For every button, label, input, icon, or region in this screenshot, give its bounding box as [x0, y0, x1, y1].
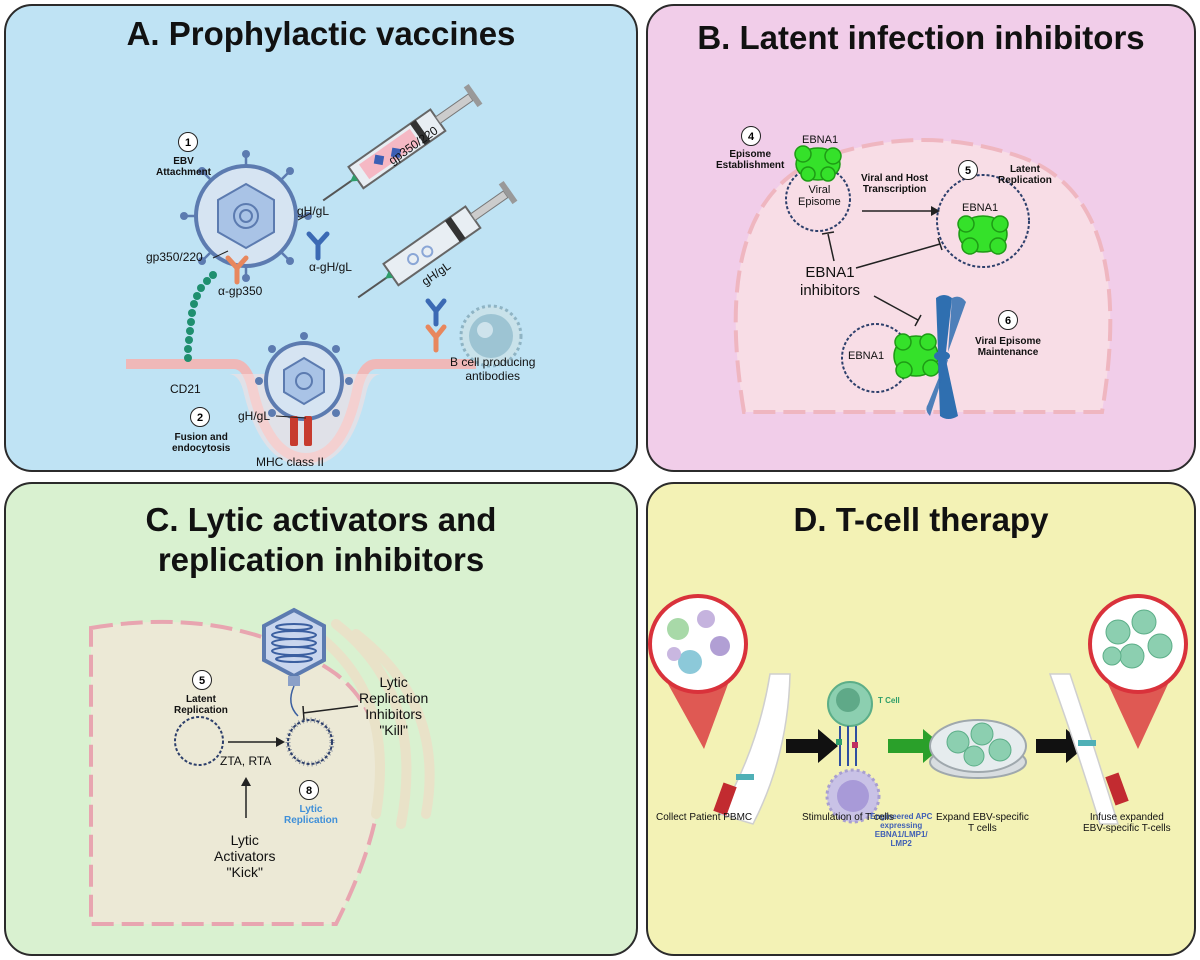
endoplasmic-reticulum	[311, 619, 435, 829]
latent-replication-label: Latent Replication	[998, 164, 1052, 186]
anti-ghgl-antibody	[306, 231, 330, 261]
engineered-apc-label: Engineered APC expressing EBNA1/LMP1/ LM…	[870, 812, 933, 848]
ebna1-protein-right	[957, 215, 1009, 255]
latent-episome	[174, 716, 224, 766]
viral-episome-maintenance-label: Viral Episome Maintenance	[975, 336, 1041, 358]
latent-replication-c-label: Latent Replication	[174, 694, 228, 716]
petri-dish	[929, 719, 1027, 779]
mhc-class-ii-label: MHC class II	[256, 455, 325, 469]
cd21-receptor	[184, 271, 217, 362]
panel-a-title: A. Prophylactic vaccines	[126, 15, 516, 52]
panel-c-illustration	[89, 607, 435, 926]
ebv-virion-bottom	[255, 332, 353, 421]
panel-b-illustration	[733, 138, 1113, 419]
transcription-label: Viral and Host Transcription	[861, 173, 929, 195]
step-2-badge: 2	[190, 407, 210, 427]
step-6-badge: 6	[998, 310, 1018, 330]
cd21-label: CD21	[170, 382, 201, 396]
lytic-replication-label: Lytic Replication	[284, 804, 338, 826]
panel-b-title: B. Latent infection inhibitors	[697, 19, 1145, 56]
step-5-lytic-badge: 5	[192, 670, 212, 690]
cell-nucleus	[89, 619, 383, 926]
pbmc-zoom	[648, 594, 748, 749]
engineered-apc	[825, 768, 881, 824]
panel-t-cell-therapy: D. T-cell therapy	[646, 482, 1196, 956]
free-antibody-blue	[425, 298, 447, 327]
ebna1-protein-bottom	[893, 333, 940, 379]
step-8-badge: 8	[299, 780, 319, 800]
b-cell-label: B cell producing antibodies	[450, 355, 536, 383]
panel-latent-infection-inhibitors: B. Latent infection inhibitors	[646, 4, 1196, 472]
step-infuse-label: Infuse expanded EBV-specific T-cells	[1083, 812, 1171, 834]
ebna1-top-label: EBNA1	[802, 134, 839, 146]
ebna1-right-label: EBNA1	[962, 202, 999, 214]
patient-arm-left	[713, 673, 791, 825]
step-4-badge: 4	[741, 126, 761, 146]
ebna1-bottom-label: EBNA1	[848, 350, 885, 362]
ebna1-protein-top	[794, 145, 842, 182]
step-collect-label: Collect Patient PBMC	[656, 812, 753, 823]
panel-a-illustration	[126, 83, 523, 466]
viral-episome-right	[936, 174, 1030, 268]
ebv-virion-top	[180, 150, 312, 282]
syringe-ghgl	[357, 180, 518, 299]
viral-episome-label: Viral Episome	[798, 184, 841, 208]
replication-inhibitors-label: Lytic Replication Inhibitors "Kill"	[359, 674, 429, 738]
anti-ghgl-label: α-gH/gL	[309, 260, 352, 274]
panel-d-illustration	[648, 594, 1188, 825]
syringe-gp350	[322, 83, 483, 202]
ghgl-top-label: gH/gL	[297, 204, 330, 218]
lytic-activators-label: Lytic Activators "Kick"	[214, 832, 276, 880]
lytic-episome	[285, 717, 335, 767]
ebna1-inhibitors-label: EBNA1 inhibitors	[800, 264, 861, 299]
panel-prophylactic-vaccines: A. Prophylactic vaccines	[4, 4, 638, 472]
free-antibody-orange	[425, 324, 447, 353]
gp350-220-label: gp350/220	[146, 250, 203, 264]
ghgl-bottom-label: gH/gL	[238, 409, 271, 423]
b-cell	[459, 304, 523, 368]
expanded-cells-zoom	[1088, 594, 1188, 749]
patient-arm-right	[1048, 673, 1129, 825]
episome-establishment-label: Episome Establishment	[716, 149, 785, 171]
t-cell	[827, 681, 873, 766]
t-cell-label: T Cell	[878, 696, 900, 705]
ebv-attachment-label: EBV Attachment	[156, 156, 212, 178]
viral-capsid	[262, 607, 326, 686]
zta-rta-label: ZTA, RTA	[220, 754, 272, 768]
anti-gp350-antibody	[225, 255, 249, 285]
nucleus	[733, 138, 1113, 414]
chromosome	[926, 295, 966, 419]
step-1-badge: 1	[178, 132, 198, 152]
step-expand-label: Expand EBV-specific T cells	[936, 812, 1029, 834]
mhc-class-ii	[290, 416, 312, 446]
anti-gp350-label: α-gp350	[218, 284, 263, 298]
fusion-endocytosis-label: Fusion and endocytosis	[172, 432, 231, 454]
panel-c-title: C. Lytic activators and replication inhi…	[145, 501, 497, 578]
inhibition-lines	[821, 231, 943, 327]
step-5-badge: 5	[958, 160, 978, 180]
step-stimulate-label: Stimulation of T cells	[802, 812, 894, 823]
panel-lytic-activators: C. Lytic activators and replication inhi…	[4, 482, 638, 956]
panel-d-title: D. T-cell therapy	[793, 501, 1049, 538]
